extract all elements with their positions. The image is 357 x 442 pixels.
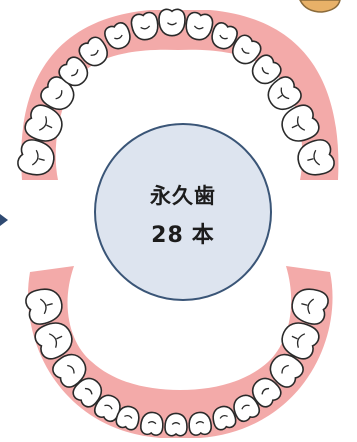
upper-tooth-8	[158, 8, 186, 37]
lower-tooth-2	[34, 322, 73, 360]
corner-decoration-icon	[299, 0, 341, 13]
teeth-count: 28 本	[93, 217, 273, 249]
lower-tooth-4	[72, 377, 103, 408]
lower-tooth-9	[188, 411, 212, 436]
upper-tooth-4	[58, 56, 89, 87]
upper-tooth-13	[267, 76, 302, 111]
lower-teeth	[25, 288, 329, 437]
lower-tooth-14	[281, 322, 320, 360]
lower-tooth-5	[94, 394, 121, 423]
upper-tooth-6	[104, 22, 131, 50]
upper-tooth-12	[251, 54, 282, 85]
upper-tooth-10	[211, 22, 238, 50]
lower-tooth-6	[115, 405, 140, 431]
lower-tooth-12	[251, 377, 282, 408]
lower-tooth-8	[164, 412, 188, 437]
upper-tooth-14	[281, 104, 320, 142]
upper-teeth	[17, 8, 335, 176]
center-circle	[94, 123, 272, 301]
teeth-count-unit: 本	[191, 223, 215, 248]
permanent-teeth-label: 永久歯	[150, 184, 216, 208]
lower-tooth-13	[269, 353, 304, 388]
lower-tooth-11	[233, 394, 260, 423]
upper-tooth-9	[185, 11, 214, 41]
upper-tooth-5	[78, 36, 108, 67]
lower-tooth-7	[140, 411, 164, 436]
lower-tooth-1	[25, 288, 63, 325]
upper-tooth-7	[130, 11, 159, 41]
upper-tooth-molar-right	[297, 139, 335, 176]
upper-tooth-1	[17, 139, 55, 176]
upper-tooth-11	[232, 34, 262, 65]
left-pointer-arrow-icon	[0, 214, 8, 226]
lower-tooth-molar-right	[291, 288, 329, 325]
upper-tooth-2	[24, 104, 63, 142]
lower-tooth-10	[212, 405, 237, 431]
teeth-count-number: 28	[151, 223, 184, 248]
lower-tooth-3	[52, 353, 87, 388]
